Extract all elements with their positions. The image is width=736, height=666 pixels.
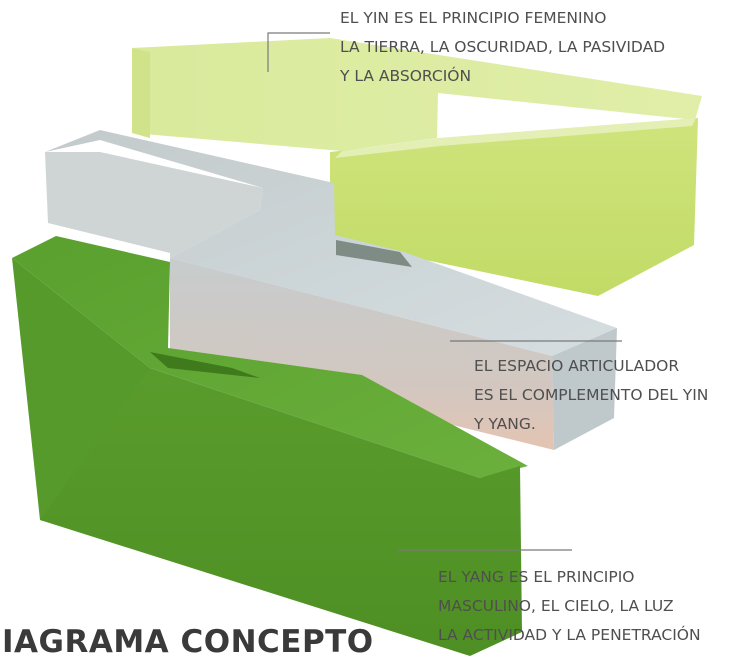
space-block-right-face [552, 328, 617, 450]
yin-annotation-line-1: EL YIN ES EL PRINCIPIO FEMENINO [340, 9, 607, 27]
yin-annotation-line-2: LA TIERRA, LA OSCURIDAD, LA PASIVIDAD [340, 38, 666, 56]
yin-block-left-face [132, 48, 150, 138]
space-block-shadow [336, 240, 412, 267]
space-annotation-line-1: EL ESPACIO ARTICULADOR [474, 357, 680, 375]
yin-block-top [132, 38, 702, 151]
yin-block [132, 38, 702, 296]
space-annotation-line-3: Y YANG. [474, 415, 536, 433]
space-block-left-face [45, 152, 263, 258]
yang-block-front [40, 368, 522, 656]
space-annotation-line-2: ES EL COMPLEMENTO DEL YIN [474, 386, 709, 404]
space-annotation: EL ESPACIO ARTICULADOR ES EL COMPLEMENTO… [474, 352, 708, 439]
yang-annotation: EL YANG ES EL PRINCIPIO MASCULINO, EL CI… [438, 563, 701, 650]
space-block-front [170, 258, 554, 450]
yang-annotation-line-3: LA ACTIVIDAD Y LA PENETRACIÓN [438, 626, 701, 644]
space-block [45, 130, 617, 450]
yin-annotation: EL YIN ES EL PRINCIPIO FEMENINO LA TIERR… [340, 4, 665, 91]
yang-block-notch-shadow [150, 352, 260, 378]
yang-block [12, 236, 528, 656]
yin-annotation-line-3: Y LA ABSORCIÓN [340, 67, 472, 85]
diagram-title: IAGRAMA CONCEPTO [2, 624, 374, 660]
yin-block-front [330, 118, 698, 296]
yin-block-inner-top [335, 118, 696, 158]
yang-block-top [12, 236, 528, 478]
yin-leader-line [267, 32, 330, 72]
yang-annotation-line-2: MASCULINO, EL CIELO, LA LUZ [438, 597, 674, 615]
space-block-top [45, 130, 617, 356]
yang-annotation-line-1: EL YANG ES EL PRINCIPIO [438, 568, 635, 586]
leader-lines [267, 32, 622, 551]
